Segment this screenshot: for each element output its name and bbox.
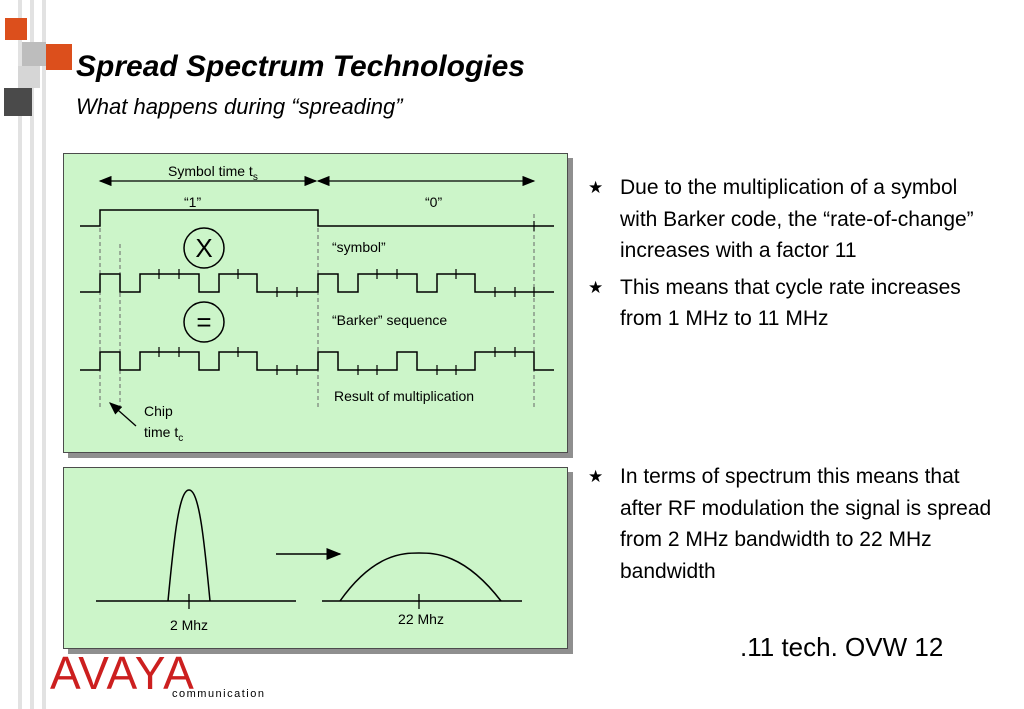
bullet-list-bottom: ★ In terms of spectrum this means that a…: [588, 461, 998, 587]
barker-waveform: [80, 273, 554, 293]
narrow-spectrum-curve: [167, 489, 211, 602]
bullet-item: ★ In terms of spectrum this means that a…: [588, 461, 998, 587]
star-bullet-icon: ★: [588, 178, 604, 197]
star-bullet-icon: ★: [588, 277, 604, 297]
bullet-text: In terms of spectrum this means that aft…: [620, 465, 992, 583]
barker-ticks: [158, 269, 535, 297]
bullet-list-top: ★ Due to the multiplication of a symbol …: [588, 172, 998, 335]
decor-stripe: [30, 0, 34, 709]
bit-zero-label: “0”: [425, 194, 442, 210]
spectrum-diagram: 2 Mhz 22 Mhz: [96, 489, 522, 633]
decor-stripe: [42, 0, 46, 709]
barker-label: “Barker” sequence: [332, 312, 447, 328]
bullet-item: ★ This means that cycle rate increases f…: [588, 272, 998, 335]
logo-wordmark: AVAYA: [50, 647, 195, 699]
chip-arrow: [109, 402, 137, 427]
equals-circle: [183, 301, 225, 343]
logo-tagline: communication: [172, 688, 266, 700]
spectrum-diagram-panel: 2 Mhz 22 Mhz: [63, 467, 568, 649]
bullet-text: Due to the multiplication of a symbol wi…: [620, 176, 974, 262]
bullet-text: This means that cycle rate increases fro…: [620, 275, 961, 331]
decor-stripe: [18, 0, 22, 709]
decor-square-dark: [4, 88, 32, 116]
slide-title: Spread Spectrum Technologies: [76, 50, 525, 83]
slide-subtitle: What happens during “spreading”: [76, 94, 403, 119]
multiply-circle: [183, 227, 225, 269]
decor-square-gray: [22, 42, 46, 66]
chip-guide-lines: [99, 214, 535, 409]
symbol-time-label: Symbol time ts: [168, 163, 258, 183]
decor-square-gray: [18, 66, 40, 88]
star-bullet-icon: ★: [588, 467, 604, 486]
symbol-waveform: [80, 209, 554, 227]
wide-spectrum-curve: [339, 552, 502, 602]
chip-label-line2: time tc: [144, 424, 183, 444]
multiply-symbol: X: [195, 233, 212, 263]
spreading-diagram: Symbol time ts “1” “0” X “symbol” =: [80, 163, 554, 444]
result-ticks: [158, 347, 516, 375]
equals-symbol: =: [196, 307, 211, 337]
bullet-item: ★ Due to the multiplication of a symbol …: [588, 172, 998, 267]
chip-label-line1: Chip: [144, 403, 173, 419]
result-waveform: [80, 351, 554, 371]
narrow-label: 2 Mhz: [170, 617, 208, 633]
slide-footer: .11 tech. OVW 12: [740, 632, 944, 662]
decor-square-orange: [46, 44, 72, 70]
spreading-diagram-panel: Symbol time ts “1” “0” X “symbol” =: [63, 153, 568, 453]
symbol-label: “symbol”: [332, 239, 386, 255]
avaya-logo: AVAYA communication: [50, 647, 264, 700]
wide-label: 22 Mhz: [398, 611, 444, 627]
result-label: Result of multiplication: [334, 388, 474, 404]
bit-one-label: “1”: [184, 194, 201, 210]
decor-square-orange: [5, 18, 27, 40]
